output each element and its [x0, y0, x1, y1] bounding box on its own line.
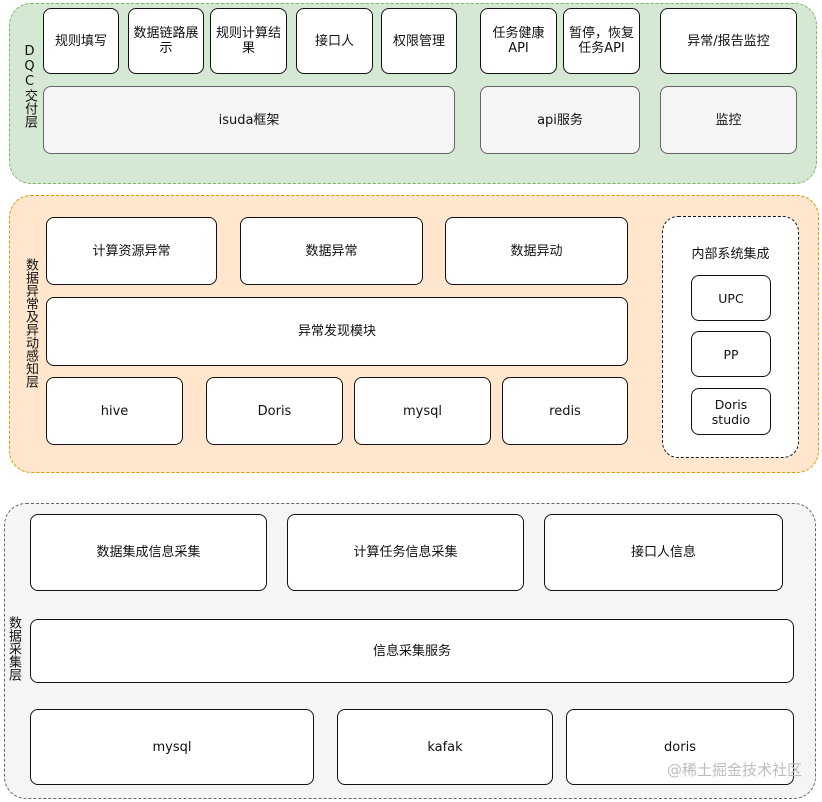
- anomaly-discovery-box: 异常发现模块: [46, 297, 628, 366]
- monitor-box: 监控: [660, 86, 797, 154]
- watermark: @稀土掘金技术社区: [666, 761, 802, 779]
- task-info-collect-box: 计算任务信息采集: [287, 514, 524, 591]
- integration-info-collect-box: 数据集成信息采集: [30, 514, 267, 591]
- collect-mysql-box: mysql: [30, 709, 314, 785]
- anomaly-perception-layer-label: 数据异常及异动感知层: [23, 258, 38, 388]
- hive-box: hive: [46, 377, 183, 445]
- doris-box: Doris: [206, 377, 343, 445]
- anomaly-report-monitor-box: 异常/报告监控: [660, 8, 797, 74]
- mysql-box: mysql: [354, 377, 491, 445]
- redis-box: redis: [502, 377, 628, 445]
- pause-resume-api-box: 暂停，恢复任务API: [563, 8, 640, 74]
- doris-studio-box: Doris studio: [691, 388, 771, 435]
- compute-anomaly-box: 计算资源异常: [46, 217, 217, 285]
- data-change-box: 数据异动: [445, 217, 628, 285]
- collect-doris-box: doris: [566, 709, 794, 785]
- data-anomaly-box: 数据异常: [240, 217, 423, 285]
- upc-box: UPC: [691, 275, 771, 321]
- rule-fill-box: 规则填写: [43, 8, 119, 74]
- api-service-box: api服务: [480, 86, 640, 154]
- dqc-delivery-layer-label: DQC交付层: [22, 44, 37, 128]
- pp-box: PP: [691, 331, 771, 377]
- task-health-api-box: 任务健康API: [480, 8, 557, 74]
- permission-box: 权限管理: [381, 8, 457, 74]
- internal-systems-title: 内部系统集成: [691, 247, 770, 262]
- info-collect-service-box: 信息采集服务: [30, 619, 794, 683]
- collect-kafak-box: kafak: [337, 709, 553, 785]
- contact-info-box: 接口人信息: [544, 514, 783, 591]
- data-collection-layer-label: 数据采集层: [6, 616, 21, 681]
- rule-result-box: 规则计算结果: [210, 8, 287, 74]
- data-lineage-box: 数据链路展示: [128, 8, 204, 74]
- isuda-framework-box: isuda框架: [43, 86, 455, 154]
- contact-box: 接口人: [296, 8, 373, 74]
